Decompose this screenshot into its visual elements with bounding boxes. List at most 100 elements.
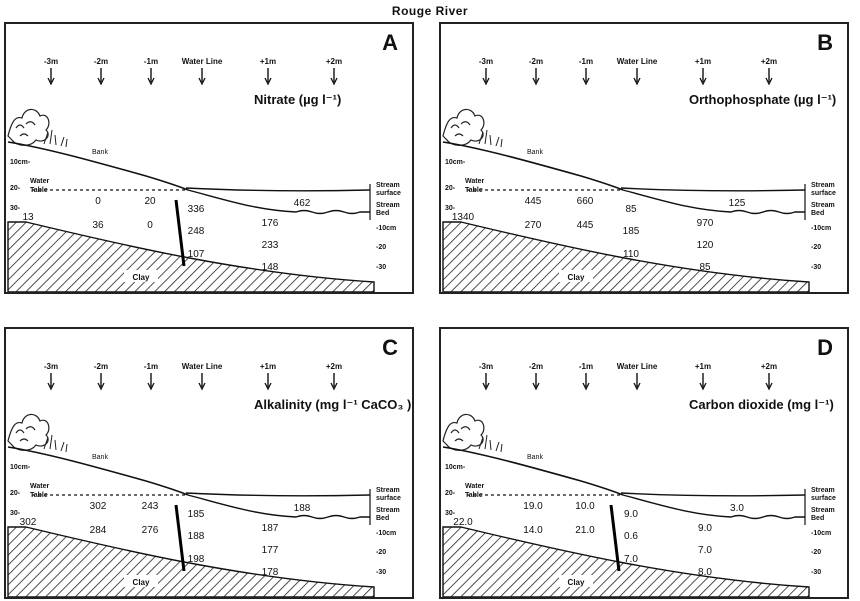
distance-label: -1m bbox=[144, 57, 158, 66]
distance-label: -1m bbox=[579, 362, 593, 371]
depth-tick-right: -10cm bbox=[376, 225, 396, 232]
depth-tick-right: -30 bbox=[376, 569, 386, 576]
stream-bed-line bbox=[622, 189, 805, 215]
down-arrow-icon bbox=[97, 68, 105, 86]
down-arrow-icon bbox=[147, 68, 155, 86]
stream-bed-line bbox=[622, 494, 805, 520]
bank-label: Bank bbox=[527, 149, 543, 156]
stream-surface-line bbox=[185, 187, 371, 192]
down-arrow-icon bbox=[264, 68, 272, 86]
value-plus-1m: 970 bbox=[697, 218, 714, 229]
distance-label: -3m bbox=[44, 57, 58, 66]
value-stream: 188 bbox=[294, 503, 311, 514]
value-wt-2: 243 bbox=[142, 501, 159, 512]
depth-tick-left: 30- bbox=[445, 510, 456, 517]
distance-label: +1m bbox=[260, 57, 276, 66]
value-waterline: 110 bbox=[623, 249, 639, 260]
value-stream: 3.0 bbox=[730, 503, 744, 514]
svg-text:Bed: Bed bbox=[811, 515, 824, 522]
clay-label: Clay bbox=[133, 578, 150, 587]
down-arrow-icon bbox=[147, 373, 155, 391]
down-arrow-icon bbox=[97, 373, 105, 391]
vegetation-icon bbox=[442, 108, 503, 148]
svg-text:Table: Table bbox=[30, 492, 48, 499]
value-waterline: 85 bbox=[625, 204, 637, 215]
down-arrow-icon bbox=[532, 373, 540, 391]
down-arrow-icon bbox=[198, 68, 206, 86]
stream-surface-line bbox=[620, 492, 806, 497]
distance-label: -3m bbox=[479, 57, 493, 66]
bank-surface bbox=[7, 446, 189, 496]
distance-label: -2m bbox=[94, 57, 108, 66]
distance-label: +2m bbox=[326, 362, 342, 371]
down-arrow-icon bbox=[47, 68, 55, 86]
distance-label: Water Line bbox=[182, 362, 223, 371]
bank-surface bbox=[442, 141, 624, 191]
svg-text:Water: Water bbox=[465, 483, 484, 490]
panel-letter: B bbox=[817, 30, 833, 55]
distance-label: -2m bbox=[529, 57, 543, 66]
depth-tick-left: 20- bbox=[445, 185, 456, 192]
svg-text:Stream: Stream bbox=[811, 507, 835, 514]
value-row2-1: 14.0 bbox=[523, 525, 543, 536]
distance-label: -1m bbox=[579, 57, 593, 66]
depth-tick-left: 10cm- bbox=[10, 159, 31, 166]
value-wt-1: 302 bbox=[90, 501, 107, 512]
clay-layer bbox=[442, 221, 810, 292]
value-waterline: 0.6 bbox=[624, 531, 638, 542]
value-left: 302 bbox=[20, 517, 37, 528]
down-arrow-icon bbox=[582, 68, 590, 86]
down-arrow-icon bbox=[532, 68, 540, 86]
stream-bed-line bbox=[187, 494, 370, 520]
value-plus-1m: 9.0 bbox=[698, 523, 712, 534]
svg-text:Table: Table bbox=[465, 492, 483, 499]
svg-text:Stream: Stream bbox=[811, 182, 835, 189]
value-waterline: 248 bbox=[188, 226, 205, 237]
value-plus-1m: 178 bbox=[262, 567, 279, 578]
down-arrow-icon bbox=[482, 373, 490, 391]
svg-text:Table: Table bbox=[465, 187, 483, 194]
value-wt-1: 0 bbox=[95, 196, 101, 207]
value-left: 1340 bbox=[452, 212, 475, 223]
bank-label: Bank bbox=[92, 454, 108, 461]
value-row2-1: 36 bbox=[92, 220, 104, 231]
depth-tick-left: 10cm- bbox=[10, 464, 31, 471]
down-arrow-icon bbox=[633, 373, 641, 391]
value-wt-1: 19.0 bbox=[523, 501, 543, 512]
value-plus-1m: 120 bbox=[697, 240, 714, 251]
down-arrow-icon bbox=[264, 373, 272, 391]
depth-tick-left: 20- bbox=[10, 185, 21, 192]
depth-tick-right: -20 bbox=[376, 244, 386, 251]
stream-surface-line bbox=[185, 492, 371, 497]
value-stream: 125 bbox=[729, 198, 746, 209]
down-arrow-icon bbox=[330, 68, 338, 86]
depth-tick-left: 10cm- bbox=[445, 464, 466, 471]
value-stream: 462 bbox=[294, 198, 311, 209]
distance-label: +2m bbox=[326, 57, 342, 66]
value-plus-1m: 8.0 bbox=[698, 567, 712, 578]
down-arrow-icon bbox=[582, 373, 590, 391]
value-plus-1m: 7.0 bbox=[698, 545, 712, 556]
depth-tick-left: 30- bbox=[445, 205, 456, 212]
value-waterline: 185 bbox=[623, 226, 640, 237]
depth-tick-right: -30 bbox=[376, 264, 386, 271]
down-arrow-icon bbox=[482, 68, 490, 86]
value-waterline: 7.0 bbox=[624, 554, 638, 565]
value-plus-1m: 176 bbox=[262, 218, 279, 229]
value-row2-2: 0 bbox=[147, 220, 153, 231]
value-left: 13 bbox=[22, 212, 34, 223]
